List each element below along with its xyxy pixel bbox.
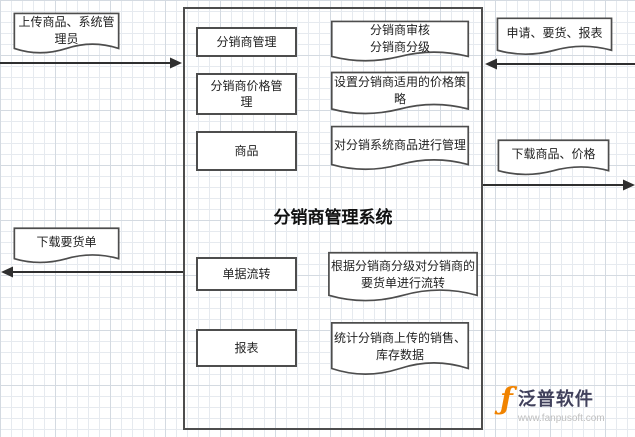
module-label: 分销商管理 — [216, 34, 277, 49]
system-title: 分销商管理系统 — [273, 208, 393, 227]
module-box-distributor-mgmt: 分销商管理 — [196, 27, 297, 57]
connector-download-goods-out — [483, 179, 635, 191]
document-shape — [330, 125, 470, 175]
module-label: 分销商价格管理 — [210, 78, 283, 109]
document-shape — [497, 139, 610, 179]
document-shape — [13, 12, 120, 58]
module-box-product: 商品 — [196, 131, 297, 171]
document-shape — [330, 20, 470, 66]
fanpu-logo: ƒ 泛普软件 www.fanpusoft.com — [500, 382, 605, 425]
document-shape — [330, 321, 470, 381]
connector-upload-in — [0, 57, 182, 69]
logo-url: www.fanpusoft.com — [517, 413, 605, 424]
external-doc-upload: 上传商品、系统管理员 — [13, 12, 120, 58]
external-label: 下载要货单 — [36, 235, 97, 250]
connector-download-order-out — [1, 266, 183, 278]
function-label: 统计分销商上传的销售、库存数据 — [334, 331, 467, 362]
external-label: 上传商品、系统管理员 — [18, 15, 115, 46]
logo-brand: 泛普软件 — [517, 389, 594, 409]
function-doc-price-strategy: 设置分销商适用的价格策略 — [330, 71, 470, 119]
function-doc-audit-grading: 分销商审核 分销商分级 — [330, 20, 470, 66]
system-boundary-box — [183, 7, 483, 430]
module-label: 报表 — [234, 340, 259, 355]
external-doc-download-goods-price: 下载商品、价格 — [497, 139, 610, 179]
logo-text: 泛普软件 www.fanpusoft.com — [518, 385, 605, 424]
function-label: 根据分销商分级对分销商的要货单进行流转 — [331, 259, 476, 290]
fanpu-f-icon: ƒ — [500, 382, 513, 417]
module-box-order-flow: 单据流转 — [196, 257, 297, 291]
function-doc-product-mgmt: 对分销系统商品进行管理 — [330, 125, 470, 175]
module-box-report: 报表 — [196, 329, 297, 367]
document-shape — [330, 71, 470, 119]
function-label: 对分销系统商品进行管理 — [334, 138, 467, 153]
function-doc-order-routing: 根据分销商分级对分销商的要货单进行流转 — [327, 251, 479, 307]
external-doc-download-order: 下载要货单 — [13, 227, 120, 267]
connector-request-in — [485, 58, 635, 70]
document-shape — [13, 227, 120, 267]
document-shape — [327, 251, 479, 307]
function-doc-sales-stats: 统计分销商上传的销售、库存数据 — [330, 321, 470, 381]
module-label: 单据流转 — [222, 266, 271, 281]
function-label: 分销商审核 分销商分级 — [369, 23, 430, 54]
document-shape — [496, 17, 613, 59]
module-box-price-mgmt: 分销商价格管理 — [196, 73, 297, 115]
external-label: 申请、要货、报表 — [506, 26, 603, 41]
module-label: 商品 — [234, 143, 259, 158]
function-label: 设置分销商适用的价格策略 — [334, 75, 467, 106]
external-doc-apply-request: 申请、要货、报表 — [496, 17, 613, 59]
external-label: 下载商品、价格 — [511, 147, 596, 162]
